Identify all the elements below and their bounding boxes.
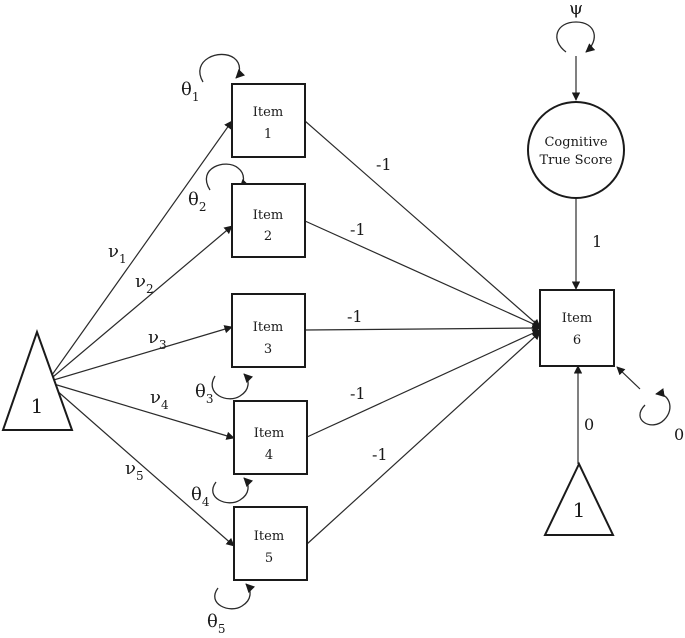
path-intercept-item4 <box>46 381 235 440</box>
path-intercept-item1 <box>46 120 233 383</box>
intercept-triangle-left: 1 <box>1 328 74 431</box>
item-box-3: Item 3 <box>231 293 306 368</box>
residual-label-1: θ1 <box>181 79 199 104</box>
path-intercept-item2 <box>46 225 233 383</box>
item6-residual-loop-icon <box>639 388 671 426</box>
item-box-6: Item 6 <box>539 289 615 367</box>
intercept-triangle-right: 1 <box>543 461 615 536</box>
item6-paths <box>304 120 541 545</box>
residual-label-3: θ3 <box>195 381 213 406</box>
latent-line1: Cognitive <box>544 135 607 150</box>
item3-line2: 3 <box>264 342 272 357</box>
item5-line2: 5 <box>265 551 273 566</box>
item6-line1: Item <box>562 311 592 326</box>
item-box-5: Item 5 <box>233 506 308 581</box>
item1-line2: 1 <box>264 127 272 142</box>
item-box-4: Item 4 <box>233 400 308 475</box>
weight-item2: -1 <box>350 220 366 239</box>
item6-residual-label: 0 <box>674 425 684 444</box>
path-item5-item6 <box>306 331 541 545</box>
variance-loops <box>199 21 671 610</box>
path-item3-item6 <box>304 323 541 333</box>
path-intercept-item3 <box>46 325 233 383</box>
theta4-loop-icon <box>212 477 254 504</box>
weight-item4: -1 <box>350 384 366 403</box>
weight-item3: -1 <box>347 307 363 326</box>
item-box-1: Item 1 <box>231 83 306 158</box>
weight-item5: -1 <box>372 445 388 464</box>
weight-item1: -1 <box>376 155 392 174</box>
item4-line1: Item <box>254 426 284 441</box>
loading-label-5: ν5 <box>125 458 144 483</box>
item2-line1: Item <box>253 208 283 223</box>
psi-label: ψ <box>569 0 583 19</box>
latent-line2: True Score <box>539 153 612 168</box>
latent-cognitive-true-score: Cognitive True Score <box>527 101 625 199</box>
loading-label-4: ν4 <box>150 387 169 412</box>
path-item4-item6 <box>306 329 541 438</box>
psi-loop-icon <box>556 21 596 53</box>
residual-label-5: θ5 <box>207 611 225 636</box>
item6-line2: 6 <box>573 333 581 348</box>
loading-label-2: ν2 <box>135 271 154 296</box>
loading-label-3: ν3 <box>148 327 167 352</box>
path-item2-item6 <box>304 220 541 328</box>
item5-line1: Item <box>254 529 284 544</box>
loading-paths <box>46 120 235 547</box>
weight-latent: 1 <box>592 232 602 251</box>
item4-line2: 4 <box>265 448 273 463</box>
loading-label-1: ν1 <box>108 241 127 266</box>
theta3-loop-icon <box>211 373 254 400</box>
item-box-2: Item 2 <box>231 183 306 258</box>
theta1-loop-icon <box>199 53 246 83</box>
path-residual-item6 <box>616 366 641 390</box>
item1-line1: Item <box>253 105 283 120</box>
intercept-right-label: 1 <box>573 498 586 522</box>
item2-line2: 2 <box>264 229 272 244</box>
residual-label-2: θ2 <box>188 189 206 214</box>
theta5-loop-icon <box>214 583 256 610</box>
residual-label-4: θ4 <box>191 484 210 509</box>
path-item1-item6 <box>304 120 541 328</box>
item3-line1: Item <box>253 320 283 335</box>
intercept-left-label: 1 <box>31 394 44 418</box>
path-intercept-item5 <box>46 381 235 547</box>
weight-intercept-right: 0 <box>584 415 594 434</box>
theta2-loop-icon <box>205 163 250 191</box>
